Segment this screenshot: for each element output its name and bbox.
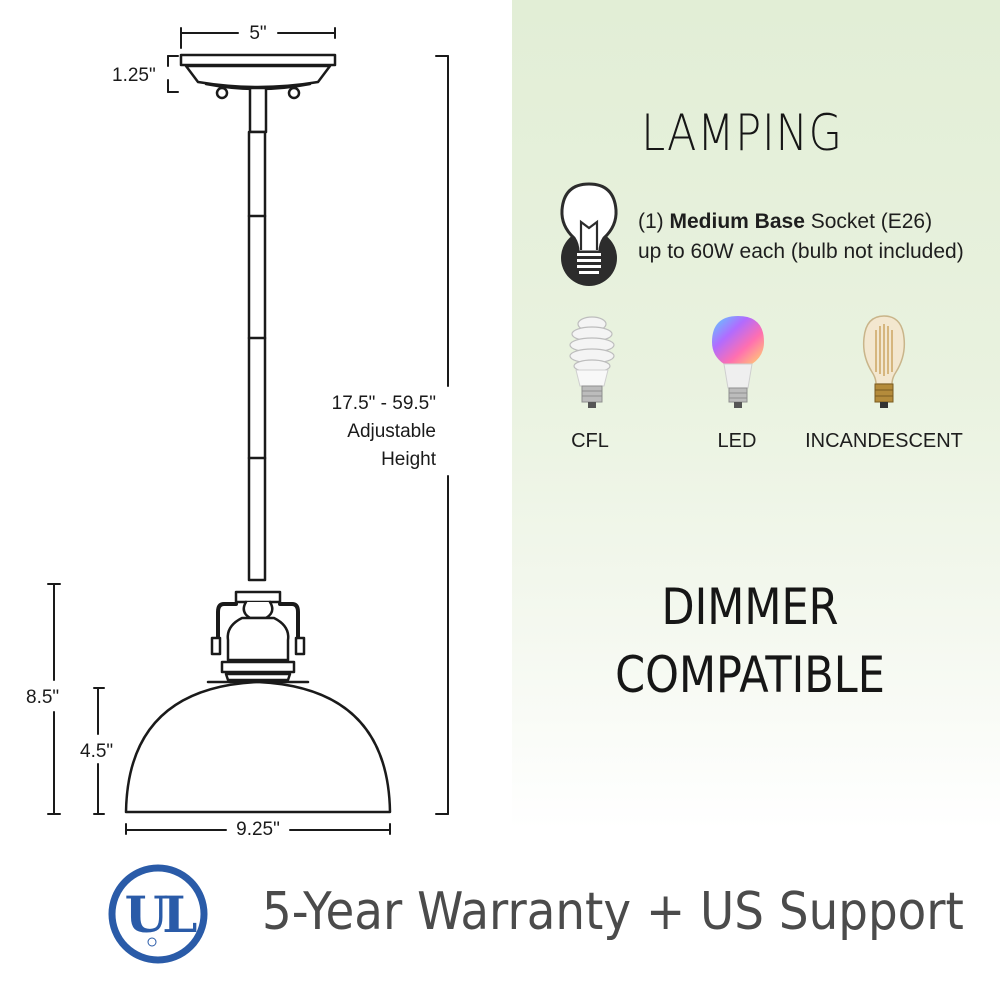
socket-bold: Medium Base (669, 210, 805, 233)
fixture-height-label: 8.5" (26, 687, 60, 708)
lamping-title: LAMPING (641, 104, 843, 162)
ul-logo-text: UL (125, 885, 198, 944)
ul-logo: UL (108, 864, 208, 964)
dimmer-line-2: COMPATIBLE (615, 646, 885, 704)
yoke (206, 590, 310, 684)
adjustable-height-value: 17.5" - 59.5" (331, 393, 436, 414)
adjustable-height-label: Adjustable (347, 421, 436, 442)
cfl-bulb-icon (569, 316, 615, 408)
dome-shade (124, 680, 392, 814)
dimmer-line-1: DIMMER (661, 578, 839, 636)
canopy-width-label: 5" (249, 23, 267, 44)
bulb-label-incandescent: INCANDESCENT (805, 430, 963, 452)
canopy (179, 53, 337, 134)
bulb-label-cfl: CFL (571, 430, 609, 452)
bulb-label-led: LED (717, 430, 757, 452)
shade-width-label: 9.25" (236, 819, 280, 840)
led-bulb-icon (712, 316, 764, 408)
canopy-height-label: 1.25" (112, 65, 156, 86)
down-rod (247, 130, 267, 582)
adjustable-height-label-2: Height (381, 449, 436, 470)
shade-height-label: 4.5" (80, 741, 114, 762)
socket-spec: (1) Medium Base Socket (E26) up to 60W e… (638, 210, 964, 263)
warranty-text: 5-Year Warranty + US Support (262, 882, 964, 942)
incandescent-bulb-icon (862, 315, 906, 408)
bulb-socket-icon (560, 182, 618, 286)
lamping-panel (512, 0, 1000, 830)
